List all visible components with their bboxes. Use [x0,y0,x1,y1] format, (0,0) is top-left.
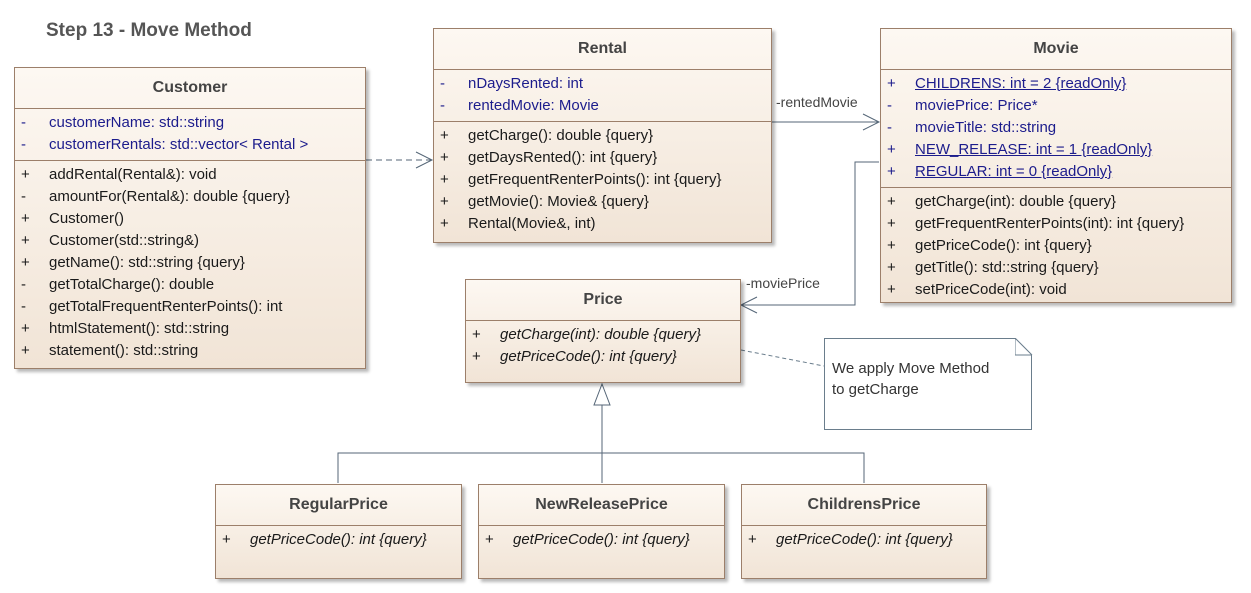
operation-get-frequent-renter-points: +getFrequentRenterPoints(): int {query} [440,171,722,188]
attribute-movie-title: -movieTitle: std::string [887,119,1057,136]
note-anchor-line [740,349,825,367]
attribute-new-release: +NEW_RELEASE: int = 1 {readOnly} [887,141,1153,158]
operation-price-get-price-code: +getPriceCode(): int {query} [472,348,677,365]
operation-movie-set-price-code: +setPriceCode(int): void [887,281,1067,298]
generalization-arrowhead [593,382,611,406]
operation-customer-ctor: +Customer() [21,210,125,227]
attribute-rented-movie: -rentedMovie: Movie [440,97,599,114]
class-customer-attributes: -customerName: std::string -customerRent… [15,109,365,160]
dependency-customer-rental[interactable] [366,151,434,169]
class-movie-name: Movie [881,29,1231,70]
operation-new-release-get-price-code: +getPriceCode(): int {query} [485,531,690,548]
attribute-n-days-rented: -nDaysRented: int [440,75,584,92]
note-line-2: to getCharge [832,381,919,398]
class-movie-attributes: +CHILDRENS: int = 2 {readOnly} -moviePri… [881,70,1231,187]
operation-regular-get-price-code: +getPriceCode(): int {query} [222,531,427,548]
note-line-1: We apply Move Method [832,360,990,377]
operation-get-days-rented: +getDaysRented(): int {query} [440,149,658,166]
attribute-childrens: +CHILDRENS: int = 2 {readOnly} [887,75,1127,92]
class-new-release-price-name: NewReleasePrice [479,485,724,526]
class-childrens-price-name: ChildrensPrice [742,485,986,526]
operation-price-get-charge: +getCharge(int): double {query} [472,326,701,343]
operation-get-total-charge: -getTotalCharge(): double [21,276,215,293]
operation-get-movie: +getMovie(): Movie& {query} [440,193,649,210]
attribute-customer-name: -customerName: std::string [21,114,225,131]
operation-html-statement: +htmlStatement(): std::string [21,320,230,337]
operation-amount-for: -amountFor(Rental&): double {query} [21,188,290,205]
operation-get-charge: +getCharge(): double {query} [440,127,654,144]
class-customer-operations: +addRental(Rental&): void -amountFor(Ren… [15,160,365,366]
class-regular-price[interactable]: RegularPrice +getPriceCode(): int {query… [215,484,462,579]
class-price-operations: +getCharge(int): double {query} +getPric… [466,321,740,372]
class-price[interactable]: Price +getCharge(int): double {query} +g… [465,279,741,383]
class-rental-operations: +getCharge(): double {query} +getDaysRen… [434,121,771,239]
note-fold-corner [1015,338,1033,356]
association-label-rented-movie: -rentedMovie [776,94,858,110]
class-regular-price-operations: +getPriceCode(): int {query} [216,526,461,555]
class-new-release-price[interactable]: NewReleasePrice +getPriceCode(): int {qu… [478,484,725,579]
association-movie-price[interactable] [739,161,879,314]
association-rental-movie[interactable] [772,113,881,131]
operation-get-total-frequent-renter-points: -getTotalFrequentRenterPoints(): int [21,298,283,315]
operation-statement: +statement(): std::string [21,342,199,359]
class-childrens-price-operations: +getPriceCode(): int {query} [742,526,986,555]
association-label-movie-price: -moviePrice [746,275,820,291]
class-customer-name: Customer [15,68,365,109]
operation-movie-get-title: +getTitle(): std::string {query} [887,259,1099,276]
class-regular-price-name: RegularPrice [216,485,461,526]
class-rental[interactable]: Rental -nDaysRented: int -rentedMovie: M… [433,28,772,243]
operation-childrens-get-price-code: +getPriceCode(): int {query} [748,531,953,548]
operation-customer-ctor-string: +Customer(std::string&) [21,232,200,249]
note: We apply Move Method to getCharge [824,338,1032,430]
class-rental-name: Rental [434,29,771,70]
operation-movie-get-charge: +getCharge(int): double {query} [887,193,1116,210]
class-movie[interactable]: Movie +CHILDRENS: int = 2 {readOnly} -mo… [880,28,1232,303]
operation-movie-get-frequent-renter-points: +getFrequentRenterPoints(int): int {quer… [887,215,1185,232]
operation-rental-ctor: +Rental(Movie&, int) [440,215,596,232]
generalization-tree[interactable] [337,382,865,483]
attribute-movie-price: -moviePrice: Price* [887,97,1038,114]
attribute-regular: +REGULAR: int = 0 {readOnly} [887,163,1113,180]
class-childrens-price[interactable]: ChildrensPrice +getPriceCode(): int {que… [741,484,987,579]
attribute-customer-rentals: -customerRentals: std::vector< Rental > [21,136,309,153]
class-movie-operations: +getCharge(int): double {query} +getFreq… [881,187,1231,305]
operation-add-rental: +addRental(Rental&): void [21,166,217,183]
diagram-title: Step 13 - Move Method [46,20,252,41]
class-rental-attributes: -nDaysRented: int -rentedMovie: Movie [434,70,771,121]
class-new-release-price-operations: +getPriceCode(): int {query} [479,526,724,555]
operation-get-name: +getName(): std::string {query} [21,254,245,271]
note-text: We apply Move Method to getCharge [832,358,989,400]
class-price-name: Price [466,280,740,321]
class-customer[interactable]: Customer -customerName: std::string -cus… [14,67,366,369]
operation-movie-get-price-code: +getPriceCode(): int {query} [887,237,1092,254]
